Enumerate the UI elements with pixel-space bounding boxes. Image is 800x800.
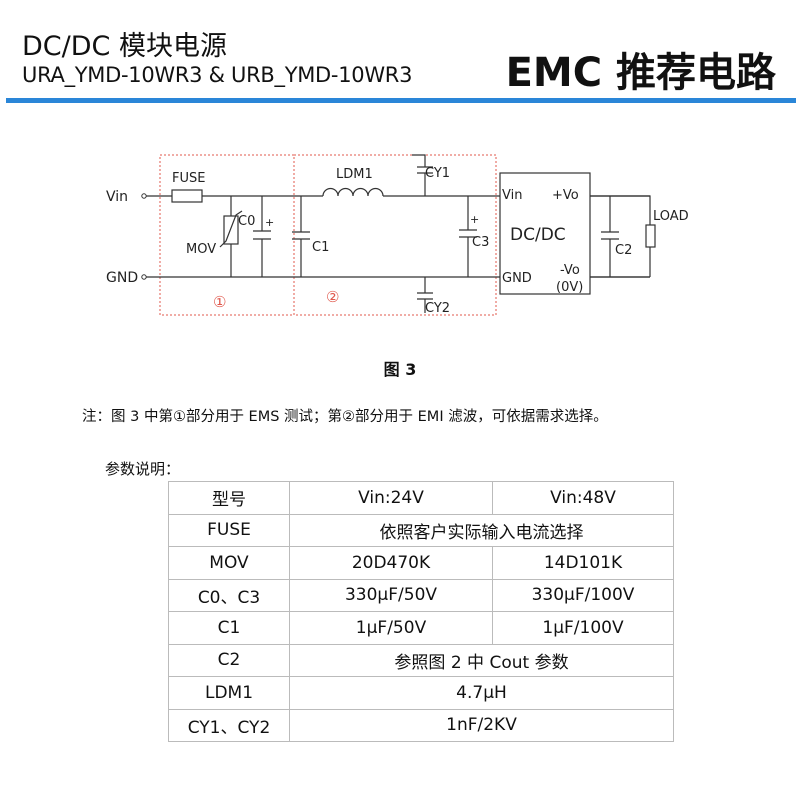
table-row: LDM1 4.7μH bbox=[168, 676, 674, 710]
c3-label: C3 bbox=[472, 235, 489, 250]
table-cell: 330μF/100V bbox=[492, 578, 674, 612]
region-2-number: ② bbox=[326, 288, 339, 306]
table-cell: 依照客户实际输入电流选择 bbox=[289, 513, 674, 547]
table-cell: 1μF/50V bbox=[289, 611, 493, 645]
c3-symbol bbox=[459, 196, 477, 277]
table-row: C0、C3 330μF/50V 330μF/100V bbox=[168, 578, 674, 612]
vin-label: Vin bbox=[106, 189, 128, 205]
table-cell: 参照图 2 中 Cout 参数 bbox=[289, 643, 674, 677]
emc-circuit-diagram: Vin GND FUSE MOV C0 + C1 LDM1 CY1 CY2 + … bbox=[106, 154, 689, 316]
parameter-table: 型号 Vin:24V Vin:48V FUSE 依照客户实际输入电流选择 MOV… bbox=[168, 481, 674, 742]
ldm1-inductor bbox=[322, 187, 384, 197]
c2-label: C2 bbox=[615, 243, 632, 258]
cy1-label: CY1 bbox=[425, 166, 450, 181]
c3-plus: + bbox=[470, 213, 479, 226]
params-title: 参数说明： bbox=[105, 460, 181, 478]
table-cell: 1nF/2KV bbox=[289, 708, 674, 742]
table-cell: 4.7μH bbox=[289, 676, 674, 710]
vin-terminal bbox=[141, 193, 147, 199]
cy1-symbol bbox=[412, 154, 433, 196]
dcdc-module-box bbox=[499, 172, 591, 295]
gnd-label: GND bbox=[106, 270, 138, 286]
section-title: EMC 推荐电路 bbox=[505, 50, 776, 96]
table-cell: CY1、CY2 bbox=[168, 708, 290, 742]
region-1-number: ① bbox=[213, 293, 226, 311]
output-rails bbox=[590, 195, 650, 278]
table-cell: C2 bbox=[168, 643, 290, 677]
table-cell: FUSE bbox=[168, 513, 290, 547]
c1-symbol bbox=[292, 196, 310, 277]
module-pvo-pin: +Vo bbox=[552, 188, 579, 203]
table-cell: MOV bbox=[168, 546, 290, 580]
table-row: C2 参照图 2 中 Cout 参数 bbox=[168, 643, 674, 677]
load-label: LOAD bbox=[653, 209, 689, 224]
fuse-label: FUSE bbox=[172, 171, 205, 186]
module-zero-pin: (0V) bbox=[556, 280, 583, 295]
page-header: DC/DC 模块电源 URA_YMD-10WR3 & URB_YMD-10WR3… bbox=[0, 0, 800, 106]
document-title: DC/DC 模块电源 bbox=[22, 31, 227, 62]
module-name: DC/DC bbox=[510, 225, 566, 245]
table-cell: 1μF/100V bbox=[492, 611, 674, 645]
module-nvo-pin: -Vo bbox=[560, 263, 580, 278]
table-cell: C0、C3 bbox=[168, 578, 290, 612]
table-row: MOV 20D470K 14D101K bbox=[168, 546, 674, 580]
table-cell: LDM1 bbox=[168, 676, 290, 710]
table-cell: Vin:48V bbox=[492, 481, 674, 515]
model-subtitle: URA_YMD-10WR3 & URB_YMD-10WR3 bbox=[22, 63, 413, 87]
table-row: CY1、CY2 1nF/2KV bbox=[168, 708, 674, 742]
table-cell: 20D470K bbox=[289, 546, 493, 580]
load-symbol bbox=[645, 224, 656, 248]
table-row: FUSE 依照客户实际输入电流选择 bbox=[168, 513, 674, 547]
gnd-terminal bbox=[141, 274, 147, 280]
table-row: C1 1μF/50V 1μF/100V bbox=[168, 611, 674, 645]
fuse-symbol bbox=[171, 189, 203, 203]
module-gnd-pin: GND bbox=[502, 271, 532, 286]
c1-label: C1 bbox=[312, 240, 329, 255]
c0-plates bbox=[253, 230, 271, 240]
note-text: 注：图 3 中第①部分用于 EMS 测试；第②部分用于 EMI 滤波，可依据需求… bbox=[82, 409, 608, 425]
table-cell: 型号 bbox=[168, 481, 290, 515]
mov-varistor-line bbox=[219, 210, 243, 248]
table-cell: C1 bbox=[168, 611, 290, 645]
figure-caption: 图 3 bbox=[383, 360, 417, 379]
table-cell: 14D101K bbox=[492, 546, 674, 580]
c0-label: C0 bbox=[238, 214, 255, 229]
table-cell: 330μF/50V bbox=[289, 578, 493, 612]
module-vin-pin: Vin bbox=[502, 188, 522, 203]
header-rule bbox=[6, 98, 796, 103]
region-2-box bbox=[293, 154, 497, 316]
cy2-symbol bbox=[417, 277, 433, 313]
c0-plus: + bbox=[265, 216, 274, 229]
table-cell: Vin:24V bbox=[289, 481, 493, 515]
c2-symbol bbox=[601, 196, 619, 277]
ldm1-label: LDM1 bbox=[336, 167, 373, 182]
mov-label: MOV bbox=[186, 242, 216, 257]
table-row: 型号 Vin:24V Vin:48V bbox=[168, 481, 674, 515]
cy2-label: CY2 bbox=[425, 301, 450, 316]
